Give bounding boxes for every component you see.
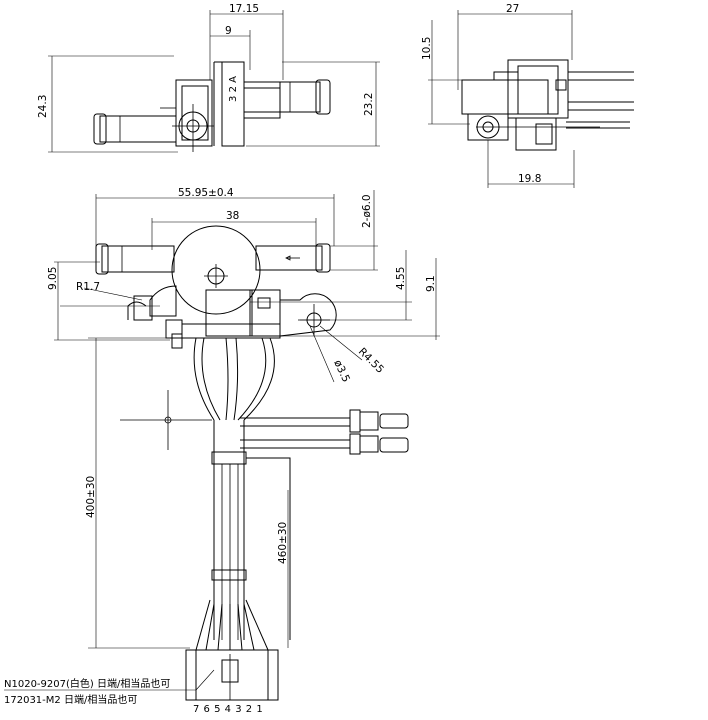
dim-radius-small: R1.7 [76, 281, 100, 293]
top-view: 17.15 9 3 2 A 24.3 [37, 3, 380, 153]
dim-top-height-left: 24.3 [37, 95, 49, 118]
part-label: 3 2 A [228, 76, 239, 102]
dim-side-bottom: 19.8 [518, 173, 541, 185]
dim-lead-long: 400±30 [85, 476, 97, 518]
dim-top-inner: 9 [225, 25, 232, 37]
dim-hole-dia: ø3.5 [331, 358, 352, 384]
dim-pipe-dia: 2-ø6.0 [361, 194, 373, 228]
dim-offset-left: 9.05 [47, 267, 59, 290]
dim-offset-mid: 4.55 [395, 267, 407, 290]
dim-side-height: 10.5 [421, 37, 433, 60]
dim-offset-right: 9.1 [425, 275, 437, 292]
pin-numbers: 7654321 [193, 704, 267, 715]
dim-main-overall: 55.95±0.4 [178, 187, 234, 199]
dim-lead-short: 460±30 [277, 522, 289, 564]
dim-top-height-right: 23.2 [363, 93, 375, 116]
dim-radius-large: R4.55 [356, 346, 386, 376]
dim-main-inner: 38 [226, 210, 239, 222]
side-view: 27 10.5 19.8 [421, 3, 634, 188]
dim-side-width: 27 [506, 3, 519, 15]
main-view: 55.95±0.4 38 2-ø6.0 R1.7 [4, 187, 440, 701]
note-housing: N1020-9207(白色) 日端/相当品也可 [4, 679, 171, 690]
note-terminal: 172031-M2 日端/相当品也可 [4, 695, 138, 706]
dim-top-width: 17.15 [229, 3, 259, 15]
